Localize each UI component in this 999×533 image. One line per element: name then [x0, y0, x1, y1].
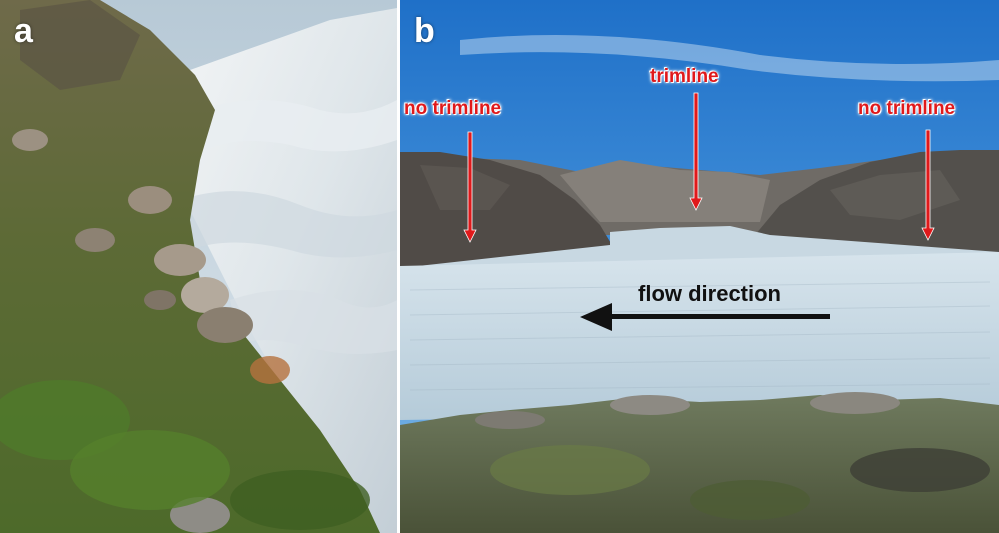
- no-trimline-left-label: no trimline: [404, 98, 502, 119]
- photo-panel-a: a: [0, 0, 397, 533]
- panel-b-photo: [400, 0, 999, 533]
- panel-label-b: b: [414, 12, 435, 50]
- trimline-label: trimline: [650, 66, 719, 87]
- flow-direction-label: flow direction: [638, 281, 781, 306]
- no-trimline-right-label: no trimline: [858, 98, 956, 119]
- photo-panel-b: b no trimline trimline no trimline flow …: [400, 0, 999, 533]
- panel-a-photo: [0, 0, 397, 533]
- panel-label-a: a: [14, 12, 33, 50]
